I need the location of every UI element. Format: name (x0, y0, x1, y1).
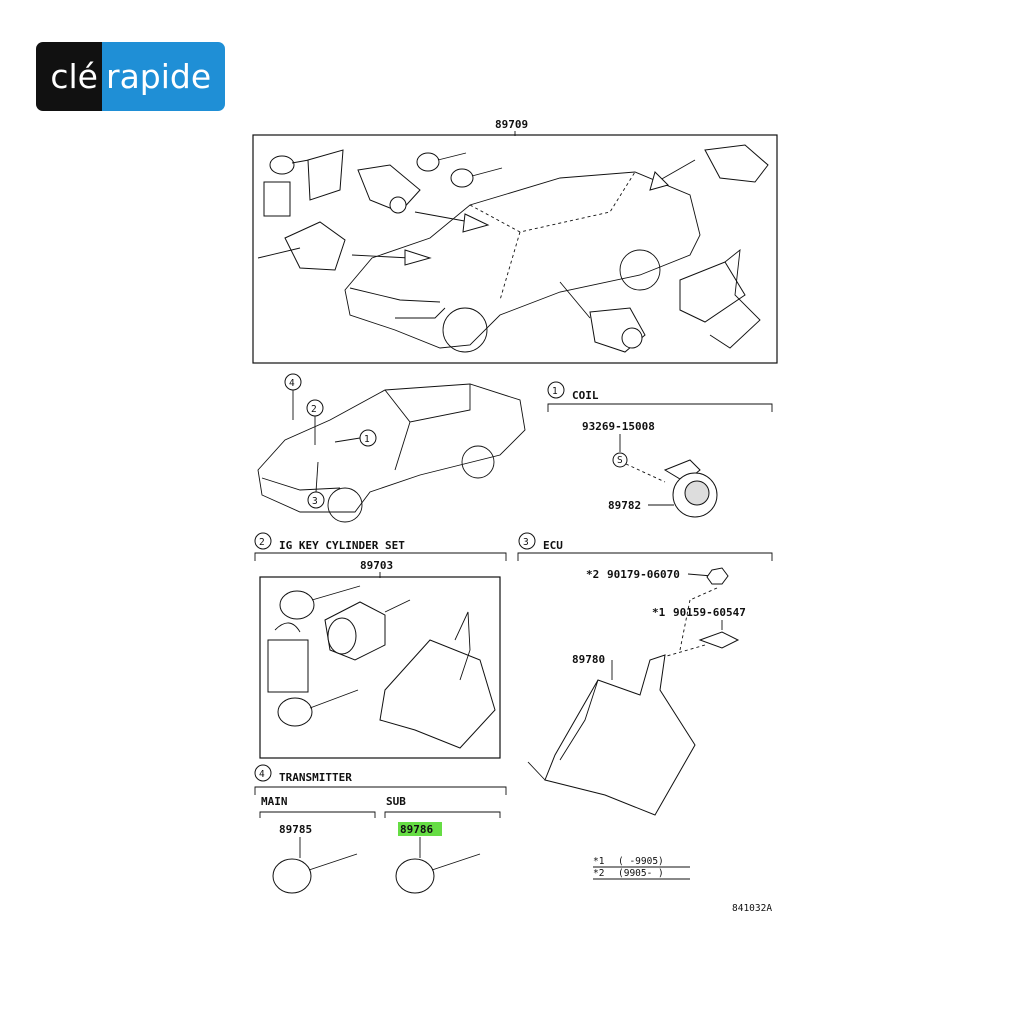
logo-part-dark: clé (36, 42, 102, 111)
section-1-num: 1 (552, 386, 558, 397)
keys-top-illustration (257, 144, 769, 353)
section-4-num: 4 (259, 769, 265, 780)
coil-screw-part: 93269-15008 (582, 420, 655, 433)
sub-key-head (395, 858, 435, 894)
transmitter-sub-part: 89786 (400, 823, 433, 836)
section-4-title: TRANSMITTER (279, 771, 352, 784)
brand-logo: clé rapide (36, 42, 225, 111)
section-2-num: 2 (259, 537, 265, 548)
ecu-bolt-part: 90159-60547 (673, 606, 746, 619)
callout-1: 1 (364, 434, 370, 445)
callout-4: 4 (289, 378, 295, 389)
coil-screw-symbol: S (617, 455, 623, 466)
logo-part-blue: rapide (102, 42, 225, 111)
section-ig-key-set: 2 IG KEY CYLINDER SET 89703 (254, 532, 507, 759)
car-top-illustration (344, 171, 701, 353)
section-coil: 1 COIL 93269-15008 S 89782 (547, 381, 773, 518)
ig-set-part: 89703 (360, 559, 393, 572)
ecu-nut-part: 90179-06070 (607, 568, 680, 581)
ecu-nut-mark: *2 (586, 568, 599, 581)
section-2-title: IG KEY CYLINDER SET (279, 539, 405, 552)
transmitter-main-part: 89785 (279, 823, 312, 836)
footnote-2-mark: *2 (593, 868, 604, 879)
main-key-head (272, 858, 312, 894)
section-transmitter: 4 TRANSMITTER MAIN SUB 89785 89786 (254, 764, 507, 894)
callout-3: 3 (312, 496, 318, 507)
section-ecu: 3 ECU *2 90179-06070 *1 90159-60547 8978… (517, 532, 773, 816)
coil-part: 89782 (608, 499, 641, 512)
section-3-num: 3 (523, 537, 529, 548)
callout-2: 2 (311, 404, 317, 415)
footnote-2-range: (9905- ) (618, 868, 664, 879)
car-location-illustration (257, 383, 526, 523)
transmitter-main-label: MAIN (261, 795, 288, 808)
ecu-bolt-mark: *1 (652, 606, 666, 619)
section-1-title: COIL (572, 389, 599, 402)
ig-set-box (259, 576, 501, 759)
transmitter-sub-label: SUB (386, 795, 406, 808)
highlight-marker (398, 822, 442, 836)
figure-id: 841032A (732, 903, 772, 914)
assembly-top-label: 89709 (495, 118, 528, 131)
footnote-1-range: ( -9905) (618, 856, 664, 867)
footnotes: *1 ( -9905) *2 (9905- ) (593, 856, 690, 880)
section-3-title: ECU (543, 539, 563, 552)
ecu-part: 89780 (572, 653, 605, 666)
footnote-1-mark: *1 (593, 856, 605, 867)
callout-group: 4 2 1 3 (284, 373, 377, 509)
assembly-box (252, 134, 778, 364)
